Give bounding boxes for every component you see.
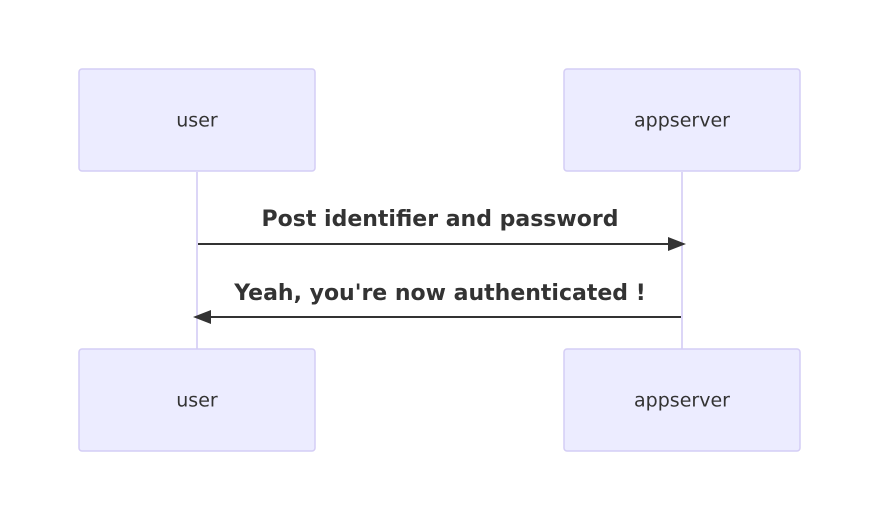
actor-box — [78, 68, 316, 172]
message-label: Yeah, you're now authenticated ! — [233, 281, 646, 306]
actor-top-appserver[interactable]: appserver — [563, 68, 801, 172]
actor-label: appserver — [634, 390, 730, 412]
actor-label: user — [176, 110, 218, 132]
actor-box — [563, 348, 801, 452]
message-1: Post identifier and password — [198, 207, 686, 251]
actor-box — [563, 68, 801, 172]
actor-top-user[interactable]: user — [78, 68, 316, 172]
message-2: Yeah, you're now authenticated ! — [193, 281, 681, 324]
actor-label: user — [176, 390, 218, 412]
actor-label: appserver — [634, 110, 730, 132]
actor-bottom-user[interactable]: user — [78, 348, 316, 452]
actor-bottom-appserver[interactable]: appserver — [563, 348, 801, 452]
message-label: Post identifier and password — [262, 207, 619, 232]
arrowhead-right-icon — [668, 237, 686, 251]
actor-box — [78, 348, 316, 452]
arrowhead-left-icon — [193, 310, 211, 324]
